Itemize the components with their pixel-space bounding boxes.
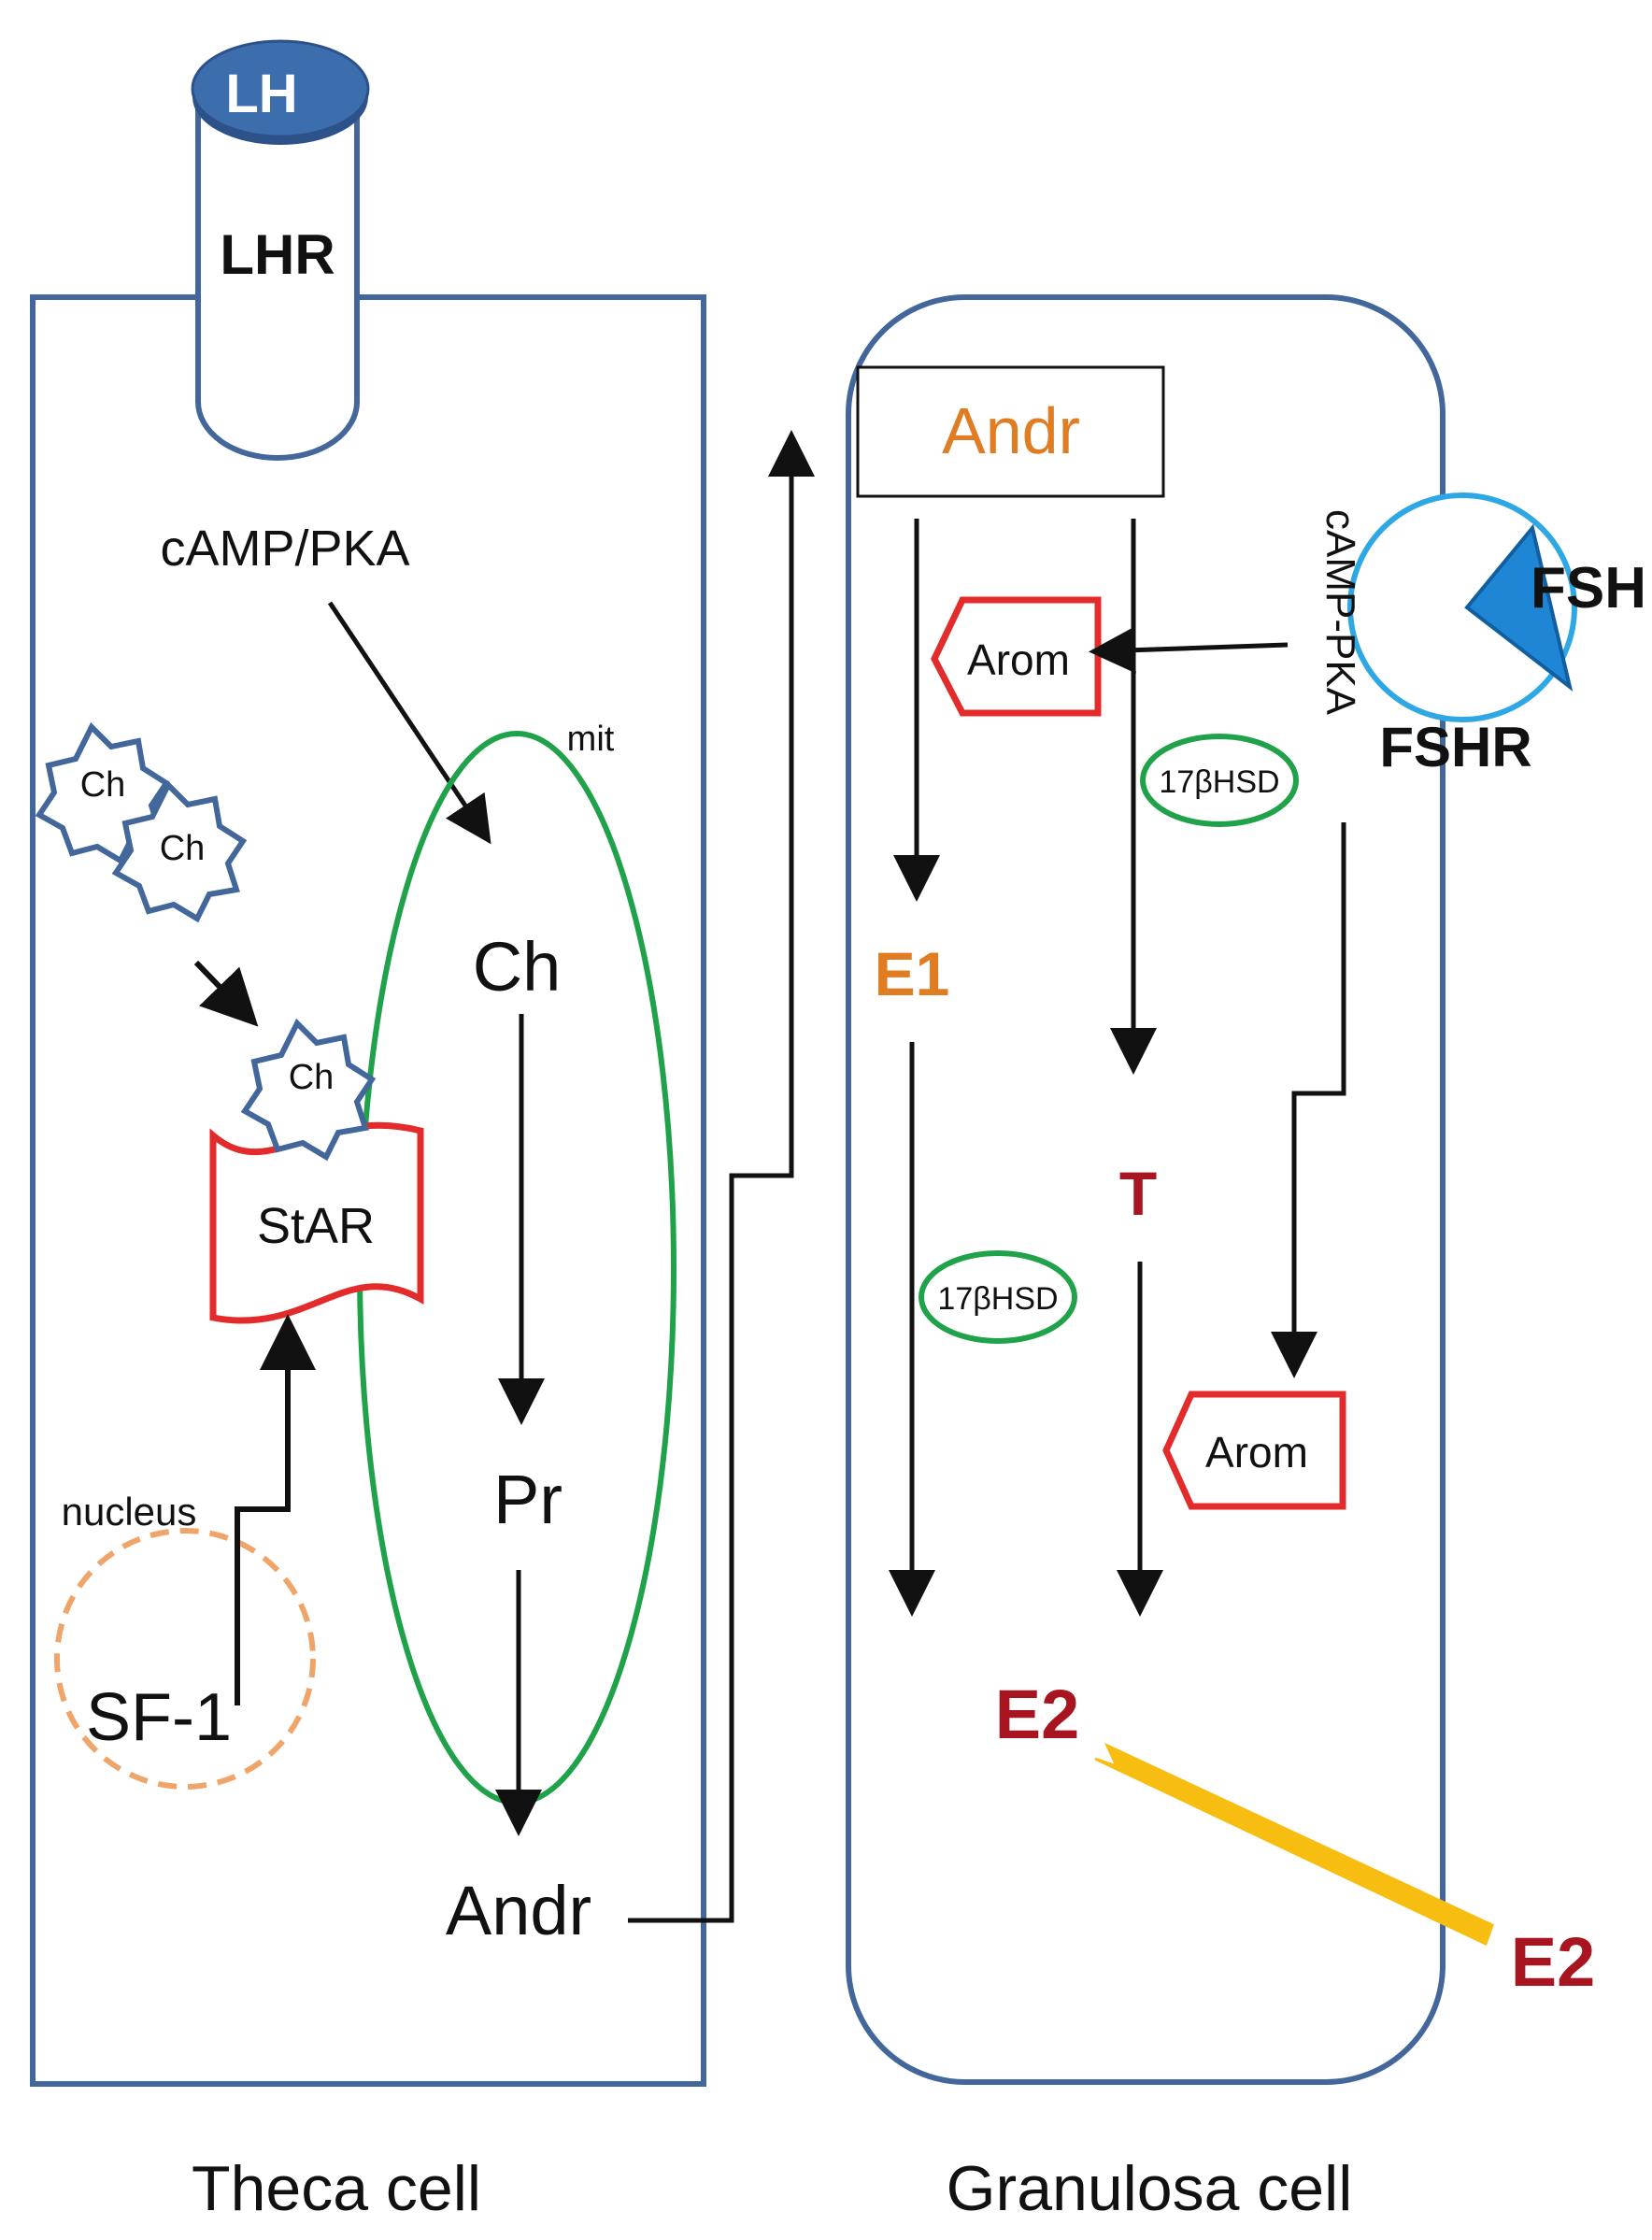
mit-label: mit	[567, 720, 615, 759]
cholesterol-label: Ch	[160, 829, 206, 868]
fsh-hormone-wedge	[1464, 523, 1574, 692]
granulosa-cell-label: Granulosa cell	[947, 2153, 1353, 2224]
cholesterol-star	[111, 779, 248, 923]
theca-cholesterol-label: Ch	[473, 928, 562, 1006]
aromatase-label: Arom	[1205, 1428, 1308, 1477]
cholesterol-molecule: Ch	[111, 779, 248, 923]
cholesterol-label: Ch	[80, 765, 126, 805]
cholesterol-label: Ch	[289, 1058, 335, 1097]
cholesterol-molecule: Ch	[240, 1018, 377, 1162]
theca-androgen-label: Andr	[446, 1872, 591, 1949]
fshr-label: FSHR	[1379, 716, 1531, 778]
lh-label: LH	[225, 64, 297, 124]
hsd17b-enzyme	[1140, 734, 1299, 827]
lhr-label: LHR	[220, 223, 335, 286]
lh-hormone: LH	[191, 39, 370, 145]
aromatase-enzyme	[1162, 1391, 1346, 1510]
pka-to-aromatase-2-arrow	[1271, 822, 1346, 1378]
sf1-to-star-arrow	[235, 1314, 316, 1705]
granulosa-camp-pka-label: cAMP-PKA	[1317, 509, 1363, 716]
theca-cell: LHR LH cAMP/PKA mit Ch Ch StAR	[30, 39, 706, 2224]
sf1-label: SF-1	[86, 1680, 232, 1755]
star-label: StAR	[257, 1198, 375, 1254]
aromatase-label: Arom	[967, 635, 1070, 684]
estradiol-label: E2	[995, 1676, 1080, 1753]
testosterone-label: T	[1119, 1159, 1157, 1228]
cholesterol-star	[240, 1018, 377, 1162]
pka-to-aromatase-arrow	[1089, 626, 1289, 674]
star-protein: StAR	[209, 1121, 424, 1324]
hsd17b-label: 17βHSD	[1159, 764, 1279, 800]
nucleus-label: nucleus	[62, 1490, 197, 1534]
androgen-transfer-arrow	[628, 430, 815, 1923]
hsd17b-label: 17βHSD	[937, 1281, 1058, 1317]
nucleus	[54, 1528, 316, 1790]
fsh-label: FSH	[1531, 556, 1646, 621]
hsd17b-enzyme	[919, 1250, 1077, 1344]
granulosa-androgen-box	[856, 365, 1165, 498]
cholesterol-to-star-arrow	[193, 960, 259, 1027]
theca-cell-label: Theca cell	[192, 2153, 481, 2224]
estrone-label: E1	[875, 939, 950, 1008]
lh-receptor: LHR	[195, 86, 360, 461]
granulosa-androgen-label: Andr	[942, 394, 1080, 467]
lh-disc	[191, 39, 370, 138]
lhr-tube	[195, 86, 360, 461]
granulosa-cell-membrane	[846, 294, 1446, 2085]
secreted-estradiol-label: E2	[1511, 1923, 1596, 2001]
theca-cell-membrane	[30, 294, 706, 2087]
theca-camp-pka-label: cAMP/PKA	[160, 521, 409, 577]
e2-secretion-arrow	[1094, 1742, 1494, 1947]
granulosa-cell: Andr FSH FSHR cAMP-PKA Arom E1 17βHSD T …	[846, 294, 1646, 2224]
progesterone-label: Pr	[493, 1461, 563, 1538]
camp-to-mit-arrow	[327, 601, 491, 845]
